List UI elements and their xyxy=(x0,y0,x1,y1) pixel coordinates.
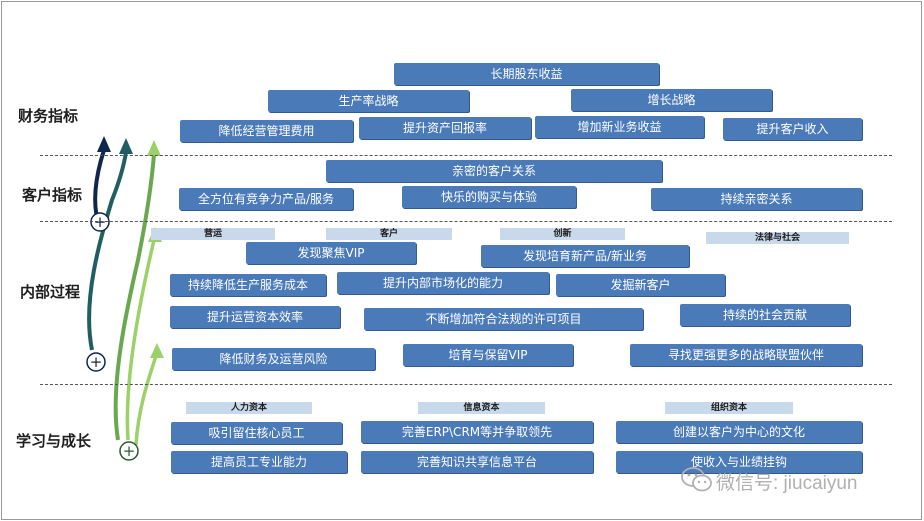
objective-asset-return: 提升资产回报率 xyxy=(359,117,531,139)
subheader-customer: 客户 xyxy=(326,228,452,240)
arrow-light-1 xyxy=(125,239,156,441)
arrowhead-teal xyxy=(119,138,133,154)
objective-reduce-cost: 降低经营管理费用 xyxy=(180,120,353,142)
objective-happy-experience: 快乐的购买与体验 xyxy=(402,186,576,208)
plus-circle-financial xyxy=(90,212,110,232)
objective-improve-erp-crm: 完善ERP\CRM等并争取领先 xyxy=(361,421,593,443)
objective-new-revenue: 增加新业务收益 xyxy=(535,116,704,138)
objective-customer-intimacy: 亲密的客户关系 xyxy=(326,160,662,182)
subheader-regulatory: 法律与社会 xyxy=(706,232,849,244)
objective-long-term-shareholder-value: 长期股东收益 xyxy=(394,63,659,85)
plus-sign-internal: + xyxy=(90,353,103,371)
objective-customer-culture: 创建以客户为中心的文化 xyxy=(616,421,862,443)
subheader-information-capital: 信息资本 xyxy=(418,402,545,414)
objective-reduce-risk: 降低财务及运营风险 xyxy=(172,348,375,370)
objective-knowledge-platform: 完善知识共享信息平台 xyxy=(361,451,593,473)
level-label-financial: 财务指标 xyxy=(18,107,79,125)
divider-customer-internal xyxy=(40,221,892,222)
objective-customer-income: 提升客户收入 xyxy=(723,118,862,140)
divider-internal-learning xyxy=(40,384,892,385)
objective-sustained-relationship: 持续亲密关系 xyxy=(651,188,862,210)
arrow-dark-navy xyxy=(93,149,106,223)
objective-reduce-production-cost: 持续降低生产服务成本 xyxy=(170,274,326,296)
objective-discover-vip: 发现聚焦VIP xyxy=(246,242,416,264)
objective-retain-core-staff: 吸引留住核心员工 xyxy=(171,422,342,444)
objective-staff-skills: 提高员工专业能力 xyxy=(171,451,347,473)
objective-licenses: 不断增加符合法规的许可项目 xyxy=(364,308,643,330)
arrowhead-light-2 xyxy=(150,343,164,358)
objective-strategic-alliances: 寻找更强更多的战略联盟伙伴 xyxy=(630,344,862,366)
subheader-organization-capital: 组织资本 xyxy=(665,402,793,414)
objective-productivity-strategy: 生产率战略 xyxy=(268,90,469,112)
plus-circle-internal xyxy=(86,352,106,372)
wechat-icon xyxy=(681,467,712,492)
arrow-light-2 xyxy=(134,355,158,446)
arrow-teal xyxy=(87,151,128,351)
arrowhead-green xyxy=(147,140,161,156)
divider-financial-customer xyxy=(40,155,892,156)
watermark-text: 微信号: jiucaiyun xyxy=(716,473,858,494)
level-label-learning: 学习与成长 xyxy=(16,432,92,450)
level-label-customer: 客户指标 xyxy=(22,186,83,204)
objective-internal-marketization: 提升内部市场化的能力 xyxy=(337,272,549,294)
objective-social-contribution: 持续的社会贡献 xyxy=(680,304,850,326)
subheader-operations: 营运 xyxy=(151,228,275,240)
plus-circle-learning xyxy=(119,441,139,461)
subheader-innovation: 创新 xyxy=(500,228,625,240)
objective-capital-efficiency: 提升运营资本效率 xyxy=(170,306,340,328)
objective-discover-new-business: 发现培育新产品/新业务 xyxy=(481,245,689,267)
level-label-internal: 内部过程 xyxy=(20,283,81,301)
objective-competitive-products: 全方位有竞争力产品/服务 xyxy=(179,188,353,210)
objective-growth-strategy: 增长战略 xyxy=(571,89,772,111)
plus-sign-learning: + xyxy=(123,442,136,460)
plus-sign-financial: + xyxy=(94,213,107,231)
arrowhead-dark-navy xyxy=(97,136,111,152)
objective-new-customers: 发掘新客户 xyxy=(556,274,725,296)
arrow-green xyxy=(113,153,156,441)
subheader-human-capital: 人力资本 xyxy=(186,402,312,414)
objective-pay-for-performance: 使收入与业绩挂钩 xyxy=(616,451,862,473)
objective-retain-vip: 培育与保留VIP xyxy=(403,344,573,366)
